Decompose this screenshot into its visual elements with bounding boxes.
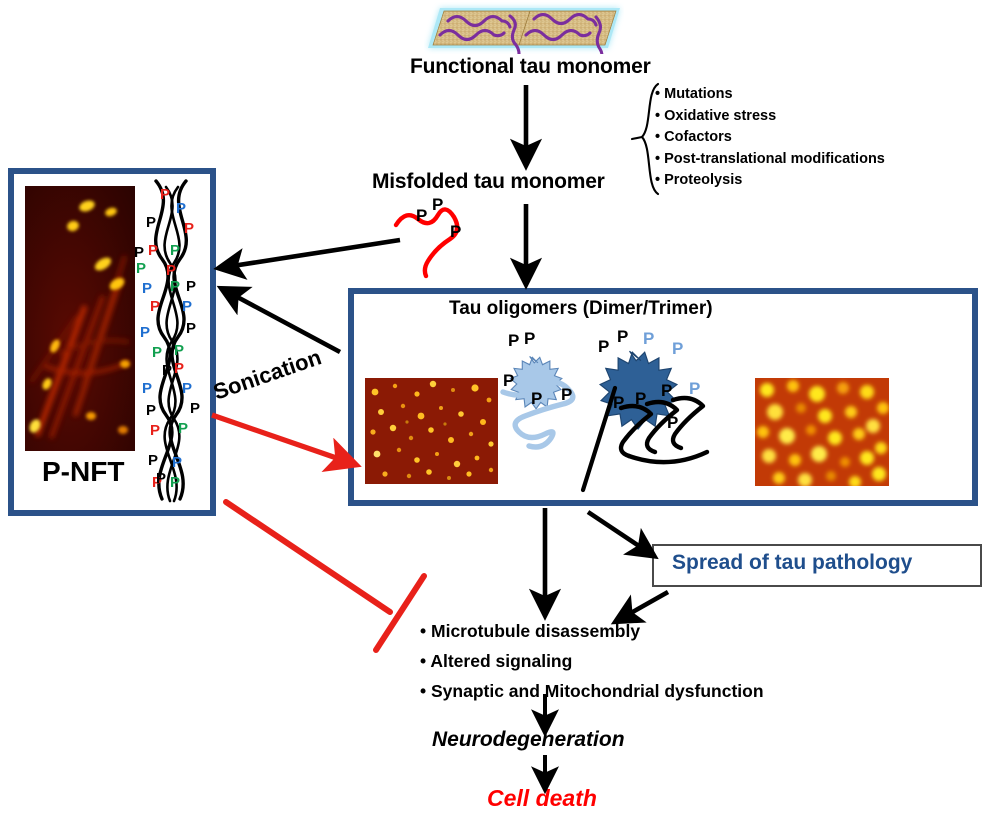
tau-oligomers-title: Tau oligomers (Dimer/Trimer) bbox=[449, 298, 713, 319]
svg-text:P: P bbox=[450, 222, 461, 241]
svg-text:P: P bbox=[667, 413, 678, 432]
oligomer-species-illustration: P P P P P P P P P P P P P P bbox=[500, 330, 710, 493]
svg-text:P: P bbox=[148, 452, 158, 469]
cell-death-label: Cell death bbox=[487, 785, 597, 811]
svg-text:P: P bbox=[134, 244, 144, 261]
svg-text:P: P bbox=[613, 393, 624, 412]
svg-text:P: P bbox=[617, 330, 628, 346]
page-title-misfolded-tau-monomer: Misfolded tau monomer bbox=[372, 170, 605, 193]
svg-text:P: P bbox=[174, 360, 184, 377]
svg-text:P: P bbox=[643, 330, 654, 348]
cause-label: Cofactors bbox=[664, 129, 732, 145]
list-item: • Proteolysis bbox=[655, 172, 743, 188]
list-item: • Cofactors bbox=[655, 129, 732, 145]
svg-text:P: P bbox=[152, 474, 162, 491]
neurodegeneration-label: Neurodegeneration bbox=[432, 728, 625, 751]
svg-text:P: P bbox=[142, 380, 152, 397]
svg-text:P: P bbox=[186, 278, 196, 295]
downstream-effects-list: • Microtubule disassembly • Altered sign… bbox=[420, 616, 890, 706]
svg-text:P: P bbox=[166, 262, 176, 279]
svg-text:P: P bbox=[136, 260, 146, 277]
curly-brace-icon bbox=[630, 82, 660, 196]
svg-text:P: P bbox=[635, 389, 646, 408]
p-nft-label: P-NFT bbox=[42, 456, 125, 487]
svg-text:P: P bbox=[178, 420, 188, 437]
svg-text:P: P bbox=[186, 320, 196, 337]
svg-text:P: P bbox=[146, 402, 156, 419]
svg-text:P: P bbox=[508, 331, 519, 350]
svg-text:P: P bbox=[432, 195, 443, 214]
svg-text:P: P bbox=[172, 454, 182, 471]
effect-label: Microtubule disassembly bbox=[431, 621, 641, 641]
misfolded-tau-monomer-illustration: P P P bbox=[393, 195, 461, 279]
svg-text:P: P bbox=[170, 278, 180, 295]
list-item: • Altered signaling bbox=[420, 651, 573, 671]
svg-text:P: P bbox=[146, 214, 156, 231]
large-oligomer-starburst bbox=[598, 350, 679, 431]
svg-text:P: P bbox=[561, 385, 572, 404]
causes-list: • Mutations • Oxidative stress • Cofacto… bbox=[655, 84, 955, 192]
svg-text:P: P bbox=[598, 337, 609, 356]
svg-text:P: P bbox=[160, 186, 170, 203]
list-item: • Post-translational modifications bbox=[655, 150, 885, 167]
svg-text:P: P bbox=[174, 342, 184, 359]
svg-text:P: P bbox=[416, 206, 427, 225]
spread-of-tau-pathology-label: Spread of tau pathology bbox=[672, 551, 913, 574]
svg-text:P: P bbox=[162, 362, 172, 379]
svg-text:P: P bbox=[531, 389, 542, 408]
svg-text:P: P bbox=[182, 380, 192, 397]
nft-fluorescence-image bbox=[25, 186, 135, 451]
arrow-monomer-to-nft bbox=[213, 237, 401, 280]
effect-label: Altered signaling bbox=[430, 651, 573, 671]
svg-text:P: P bbox=[503, 371, 514, 390]
svg-text:P: P bbox=[156, 470, 166, 487]
cause-label: Mutations bbox=[664, 86, 733, 102]
svg-text:P: P bbox=[170, 474, 180, 491]
paired-helical-filament-illustration: P P P P P P P P P P P P P P P P P P P P … bbox=[134, 179, 200, 503]
microtubule-graphic bbox=[428, 8, 620, 54]
svg-text:P: P bbox=[170, 242, 180, 259]
cause-label: Proteolysis bbox=[664, 172, 743, 188]
svg-text:P: P bbox=[689, 379, 700, 398]
arrow-sonication bbox=[211, 412, 362, 473]
cause-label: Oxidative stress bbox=[664, 107, 777, 124]
list-item: • Synaptic and Mitochondrial dysfunction bbox=[420, 681, 764, 701]
arrow-oligomers-to-nft bbox=[216, 285, 342, 355]
list-item: • Mutations bbox=[655, 86, 733, 102]
afm-image-aggregates bbox=[755, 378, 889, 486]
cause-label: Post-translational modifications bbox=[664, 150, 885, 167]
svg-text:P: P bbox=[190, 400, 200, 417]
effect-label: Synaptic and Mitochondrial dysfunction bbox=[431, 681, 764, 701]
svg-text:P: P bbox=[672, 339, 683, 358]
inhibition-connector-nft-to-effects bbox=[223, 499, 427, 653]
sonication-label: Sonication bbox=[210, 344, 325, 405]
svg-text:P: P bbox=[140, 324, 150, 341]
list-item: • Microtubule disassembly bbox=[420, 621, 641, 641]
arrow-oligomers-to-spread bbox=[586, 510, 659, 560]
svg-text:P: P bbox=[184, 220, 194, 237]
svg-text:P: P bbox=[150, 298, 160, 315]
list-item: • Oxidative stress bbox=[655, 107, 777, 124]
arrow-spread-to-effects bbox=[610, 589, 670, 625]
svg-text:P: P bbox=[661, 381, 672, 400]
svg-text:P: P bbox=[152, 344, 162, 361]
svg-text:P: P bbox=[150, 422, 160, 439]
spread-of-tau-pathology-panel bbox=[652, 544, 982, 587]
page-title-functional-tau-monomer: Functional tau monomer bbox=[410, 55, 651, 78]
svg-text:P: P bbox=[524, 330, 535, 348]
functional-tau-monomer-illustration bbox=[424, 2, 624, 54]
svg-text:P: P bbox=[142, 280, 152, 297]
afm-image-oligomers bbox=[365, 378, 498, 484]
svg-text:P: P bbox=[176, 200, 186, 217]
svg-text:P: P bbox=[182, 298, 192, 315]
svg-text:P: P bbox=[148, 242, 158, 259]
